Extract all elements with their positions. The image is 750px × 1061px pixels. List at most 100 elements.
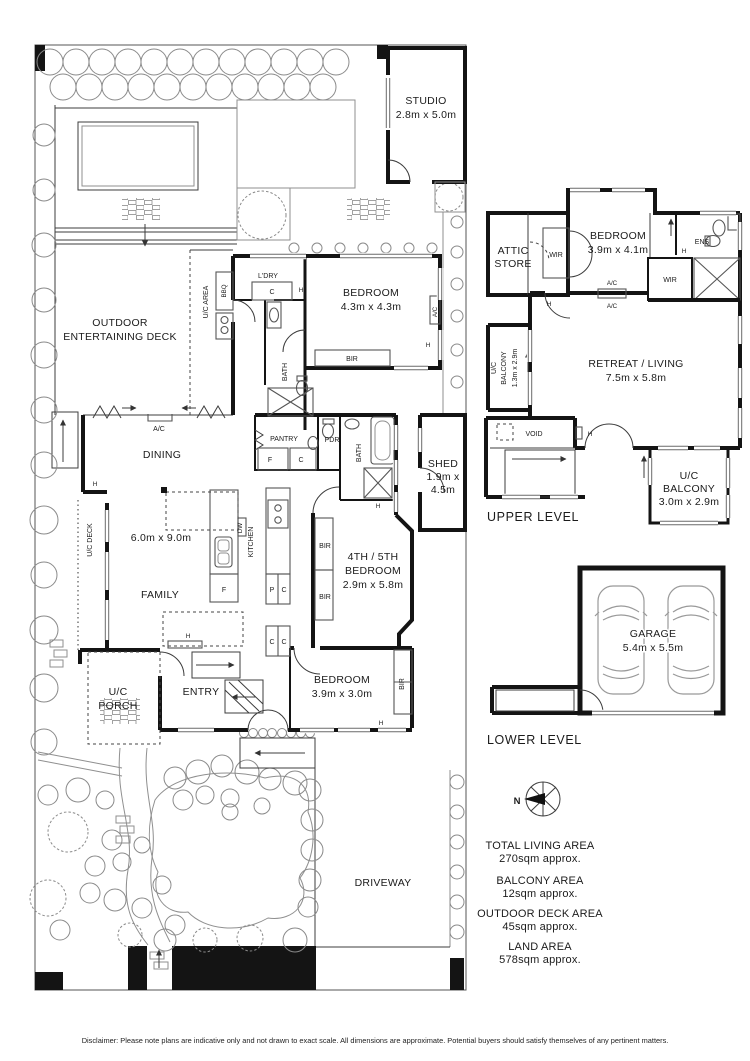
h-marker: H bbox=[426, 342, 431, 349]
label-living-dims: 6.0m x 9.0m bbox=[131, 532, 192, 544]
label-retreat: RETREAT / LIVING bbox=[588, 358, 683, 370]
label-bir2: BIR bbox=[319, 543, 331, 550]
h-marker: H bbox=[186, 633, 191, 640]
label-entry: ENTRY bbox=[183, 686, 220, 698]
compass: N bbox=[514, 781, 561, 817]
land-area-label: LAND AREA bbox=[508, 941, 572, 953]
label-uc-porch-2: PORCH bbox=[98, 700, 137, 712]
retreat-double-doors bbox=[584, 423, 634, 449]
label-wir2: WIR bbox=[663, 277, 677, 284]
h-marker: H bbox=[588, 431, 593, 438]
lower-level: GARAGE 5.4m x 5.5m LOWER LEVEL bbox=[487, 565, 726, 747]
label-cupboard: C bbox=[298, 457, 303, 464]
label-bed45-1: 4TH / 5TH bbox=[348, 551, 399, 563]
void-hatch bbox=[496, 423, 514, 441]
label-laundry: L'DRY bbox=[258, 273, 278, 280]
bath2-fixtures bbox=[257, 416, 395, 499]
label-dw: DW bbox=[237, 523, 244, 533]
ground-floor: STUDIO 2.8m x 5.0m OUTDOOR ENTERTAINING … bbox=[63, 46, 467, 889]
label-studio: STUDIO bbox=[405, 95, 446, 107]
h-marker: H bbox=[376, 503, 381, 510]
attic-store-walls bbox=[486, 211, 570, 297]
label-uc-deck: U/C DECK bbox=[87, 523, 94, 557]
disclaimer-text: Disclaimer: Please note plans are indica… bbox=[82, 1036, 669, 1045]
laundry-cupboard bbox=[251, 281, 293, 301]
label-shed-dims1: 1.9m x bbox=[426, 471, 460, 483]
uc-porch bbox=[87, 651, 161, 745]
entry-stairs bbox=[167, 640, 264, 714]
bedroom-retreat-wall bbox=[530, 291, 740, 302]
door-arc bbox=[579, 689, 604, 714]
outdoor-deck-area-value: 45sqm approx. bbox=[502, 921, 577, 933]
label-bath: BATH bbox=[282, 363, 289, 381]
label-pantry: PANTRY bbox=[270, 436, 298, 443]
h-marker: H bbox=[379, 720, 384, 727]
total-living-area-label: TOTAL LIVING AREA bbox=[486, 840, 595, 852]
label-bir4: BIR bbox=[399, 678, 406, 690]
label-ac-dining: A/C bbox=[153, 426, 165, 433]
label-wir1: WIR bbox=[549, 252, 563, 259]
pool bbox=[77, 121, 199, 191]
land-area-value: 578sqm approx. bbox=[499, 954, 581, 966]
front-door-arcs bbox=[247, 709, 289, 731]
upper-level-title: UPPER LEVEL bbox=[487, 510, 579, 524]
boundary-wall-segment bbox=[377, 45, 388, 59]
deck-stairs bbox=[51, 411, 79, 469]
area-summary: TOTAL LIVING AREA 270sqm approx. BALCONY… bbox=[477, 840, 603, 966]
bedroom-north-wall bbox=[566, 188, 740, 215]
bed45-robes bbox=[314, 517, 334, 621]
front-retaining-walls bbox=[35, 946, 464, 990]
upper-stairs bbox=[504, 449, 576, 498]
label-garage-dims: 5.4m x 5.5m bbox=[623, 642, 684, 654]
label-attic-2: STORE bbox=[494, 258, 531, 270]
ens-toilet bbox=[705, 234, 721, 248]
label-bir: BIR bbox=[346, 356, 358, 363]
pantry-bifold-symbol bbox=[254, 429, 264, 451]
label-kitchen: KITCHEN bbox=[248, 527, 255, 558]
ac-bracket bbox=[147, 414, 173, 422]
bifold-door-symbols bbox=[83, 405, 233, 419]
label-family: FAMILY bbox=[141, 589, 179, 601]
label-balcony2-1: U/C bbox=[680, 470, 699, 482]
wir-double-doors bbox=[568, 230, 593, 278]
lower-level-title: LOWER LEVEL bbox=[487, 733, 582, 747]
kitchen-fixtures bbox=[209, 487, 291, 657]
window-layer bbox=[103, 78, 744, 734]
label-pdr: PDR bbox=[325, 437, 340, 444]
label-cupboard: C bbox=[281, 639, 286, 646]
label-balcony1-2: BALCONY bbox=[501, 351, 508, 385]
lower-stairs bbox=[490, 685, 580, 715]
brick-paving bbox=[122, 198, 160, 220]
layout-guide bbox=[162, 611, 244, 647]
bath1-fixtures bbox=[266, 301, 314, 417]
car bbox=[594, 585, 648, 695]
lawn-outline bbox=[148, 772, 314, 929]
layout-guide bbox=[165, 491, 239, 531]
label-retreat-dims: 7.5m x 5.8m bbox=[606, 372, 667, 384]
studio bbox=[386, 46, 467, 213]
bed45-east-wall bbox=[394, 513, 414, 648]
label-bath2: BATH bbox=[356, 444, 363, 462]
paved-area bbox=[236, 99, 356, 241]
label-pantry-p: P bbox=[270, 587, 275, 594]
outdoor-deck-area-label: OUTDOOR DECK AREA bbox=[477, 908, 603, 920]
label-cupboard: C bbox=[281, 587, 286, 594]
h-marker: H bbox=[93, 481, 98, 488]
label-bbq: BBQ bbox=[221, 284, 228, 297]
label-ac-bed1: A/C bbox=[432, 306, 439, 317]
label-bed45-dims: 2.9m x 5.8m bbox=[343, 579, 404, 591]
label-studio-dims: 2.8m x 5.0m bbox=[396, 109, 457, 121]
driveway-area bbox=[314, 745, 451, 948]
label-bedroom1-dims: 4.3m x 4.3m bbox=[341, 301, 402, 313]
north-needle bbox=[524, 793, 545, 805]
label-garage: GARAGE bbox=[630, 628, 676, 640]
label-bir3: BIR bbox=[319, 594, 331, 601]
site-layer bbox=[34, 44, 467, 991]
label-shed: SHED bbox=[428, 458, 458, 470]
door-arc bbox=[232, 299, 256, 323]
balcony1-walls bbox=[486, 323, 530, 412]
label-balcony1-dims: 1.3m x 2.9m bbox=[512, 349, 519, 388]
total-living-area-value: 270sqm approx. bbox=[499, 853, 581, 865]
